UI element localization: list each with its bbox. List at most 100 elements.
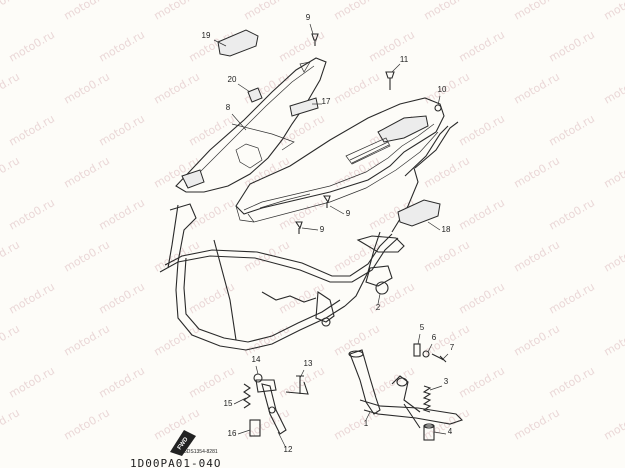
watermark-text: moto0.ru [242, 406, 292, 443]
watermark-text: moto0.ru [512, 154, 562, 191]
watermark-text: motod.ru [422, 154, 472, 190]
part-17-label [289, 97, 319, 117]
callout-number: 3 [444, 377, 449, 386]
floor-panel [235, 97, 445, 223]
callout-number: 13 [304, 359, 313, 368]
watermark-text: motod.ru [0, 238, 22, 274]
front-direction-marker: FWD [170, 430, 196, 456]
frame [159, 121, 459, 351]
leader-line [441, 353, 449, 361]
leader-line [237, 429, 251, 435]
part-18-mat [397, 199, 441, 227]
leader-line [237, 83, 251, 93]
leader-line [309, 23, 314, 35]
callout-9b: 9 [329, 205, 351, 218]
watermark-text: motod.ru [152, 70, 202, 106]
watermark-text: moto0.ru [97, 112, 147, 149]
watermark-text: motod.ru [457, 364, 507, 400]
watermark-text: moto0.ru [277, 112, 327, 149]
watermark-text: moto0.ru [332, 154, 382, 191]
watermark-text: moto0.ru [602, 406, 625, 443]
part-9-screw-c [294, 221, 303, 234]
callout-number: 15 [224, 399, 233, 408]
callout-9c: 9 [301, 225, 325, 234]
leader-line [365, 411, 371, 421]
watermark-text: motod.ru [602, 154, 625, 190]
watermark-text: moto0.ru [602, 70, 625, 107]
callout-13: 13 [299, 359, 313, 379]
leader-line [427, 221, 441, 231]
callout-number: 10 [438, 85, 447, 94]
leader-line [255, 365, 259, 375]
callout-18: 18 [427, 221, 451, 234]
watermark-text: moto0.ru [62, 238, 112, 275]
watermark-text: motod.ru [512, 406, 562, 442]
callout-9a: 9 [306, 13, 314, 35]
watermark-text: moto0.ru [457, 112, 507, 149]
callout-number: 16 [228, 429, 237, 438]
callout-number: 12 [284, 445, 293, 454]
watermark-text: motod.ru [62, 322, 112, 358]
watermark-text: moto0.ru [512, 0, 562, 23]
watermark-text: moto0.ru [332, 322, 382, 359]
stand-spring [422, 385, 432, 413]
callout-number: 6 [432, 333, 437, 342]
watermark-text: moto0.ru [422, 70, 472, 107]
callout-20: 20 [228, 75, 251, 93]
leader-line [433, 431, 447, 435]
small-part-code: 5DS1354-8281 [184, 449, 218, 455]
leader-line [231, 113, 247, 131]
callout-1: 1 [364, 411, 371, 428]
watermark-text: moto0.ru [7, 28, 57, 65]
callout-15: 15 [224, 397, 247, 408]
part-10-clip [434, 104, 442, 112]
watermark-text: motod.ru [97, 364, 147, 400]
watermark-text: moto0.ru [457, 280, 507, 317]
watermark-text: motod.ru [367, 280, 417, 316]
watermark-text: moto0.ru [277, 280, 327, 317]
callout-6: 6 [427, 333, 437, 353]
watermark-text: moto0.ru [547, 196, 597, 233]
watermark-text: motod.ru [277, 364, 327, 400]
callout-number: 9 [306, 13, 311, 22]
callout-number: 14 [252, 355, 261, 364]
leader-line [277, 431, 287, 449]
watermark-text: moto0.ru [7, 196, 57, 233]
callout-number: 9 [320, 225, 325, 234]
leader-line [417, 333, 421, 345]
watermark-text: moto0.ru [242, 70, 292, 107]
watermark-text: motod.ru [457, 196, 507, 232]
watermark-text: moto0.ru [62, 406, 112, 443]
callout-4: 4 [433, 427, 453, 436]
watermark-text: moto0.ru [7, 364, 57, 401]
callout-14: 14 [252, 355, 261, 375]
callout-number: 7 [450, 343, 455, 352]
callout-number: 17 [322, 97, 331, 106]
watermark-text: motod.ru [602, 0, 625, 23]
callout-17: 17 [312, 97, 331, 106]
callout-11: 11 [391, 55, 409, 73]
watermark-text: motod.ru [332, 406, 382, 442]
leader-line [299, 369, 305, 379]
side-spring [243, 383, 251, 409]
watermark-text: motod.ru [7, 112, 57, 148]
watermark-text: motod.ru [332, 70, 382, 106]
watermark-text: moto0.ru [602, 238, 625, 275]
callout-16: 16 [228, 429, 251, 438]
watermark-text: motod.ru [547, 112, 597, 148]
watermark-text: motod.ru [97, 196, 147, 232]
watermark-text: motod.ru [242, 322, 292, 358]
watermark-text: motod.ru [512, 238, 562, 274]
watermark-text: motod.ru [62, 0, 112, 23]
watermark-text: moto0.ru [512, 322, 562, 359]
watermark-text: moto0.ru [152, 0, 202, 23]
callout-number: 20 [228, 75, 237, 84]
watermark-text: motod.ru [242, 0, 292, 23]
watermark-text: motod.ru [7, 280, 57, 316]
callout-number: 5 [420, 323, 425, 332]
leader-line [429, 385, 443, 391]
watermark-text: motod.ru [97, 28, 147, 64]
